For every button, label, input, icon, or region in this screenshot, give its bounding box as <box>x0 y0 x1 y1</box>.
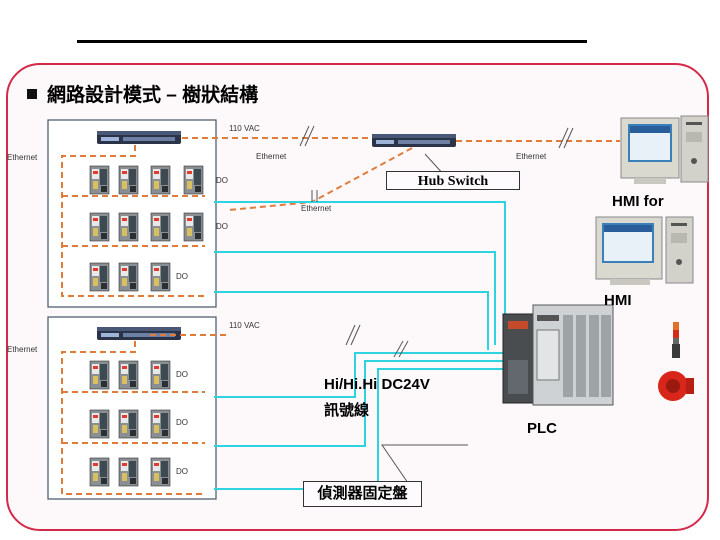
ethernet-label-cabinet-bottom: Ethernet <box>7 345 38 354</box>
switch-bottom <box>97 327 181 340</box>
ethernet-label-hub-switch: Ethernet <box>516 152 547 161</box>
hmi-label: HMI <box>604 292 632 309</box>
hmi-computer <box>595 216 694 285</box>
do-label-top-1: DO <box>216 176 228 185</box>
do-label-bottom-1: DO <box>176 370 188 379</box>
hmi-for-op-computer <box>620 115 709 184</box>
drive-array-bottom <box>89 360 171 487</box>
ethernet-label-center: Ethernet <box>301 204 332 213</box>
do-label-bottom-2: DO <box>176 418 188 427</box>
hub-switch <box>372 134 456 147</box>
slide-title: 網路設計模式 – 樹狀結構 <box>27 80 258 107</box>
top-rule <box>77 40 587 43</box>
plc-label: PLC <box>527 420 557 437</box>
hmi-for-op-label: HMI for OP <box>612 193 664 211</box>
do-label-top-2: DO <box>216 222 228 231</box>
bullet-icon <box>27 89 37 99</box>
detector-board-callout: 偵測器固定盤 <box>303 481 422 507</box>
switch-top <box>97 131 181 144</box>
alarm-horn <box>658 371 694 401</box>
plc-rack <box>502 304 614 406</box>
hub-switch-callout: Hub Switch <box>386 171 520 190</box>
signal-line-label-2: 訊號線 <box>324 402 370 419</box>
do-label-bottom-3: DO <box>176 467 188 476</box>
stack-light <box>672 322 680 358</box>
ethernet-label-uplink-top: Ethernet <box>256 152 287 161</box>
power-label-bottom: 110 VAC <box>229 321 260 330</box>
do-label-top-3: DO <box>176 272 188 281</box>
signal-line-label-1: Hi/Hi.Hi DC24V <box>324 376 430 393</box>
title-text: 網路設計模式 – 樹狀結構 <box>47 85 259 106</box>
ethernet-label-cabinet-top: Ethernet <box>7 153 38 162</box>
power-label-top: 110 VAC <box>229 124 260 133</box>
